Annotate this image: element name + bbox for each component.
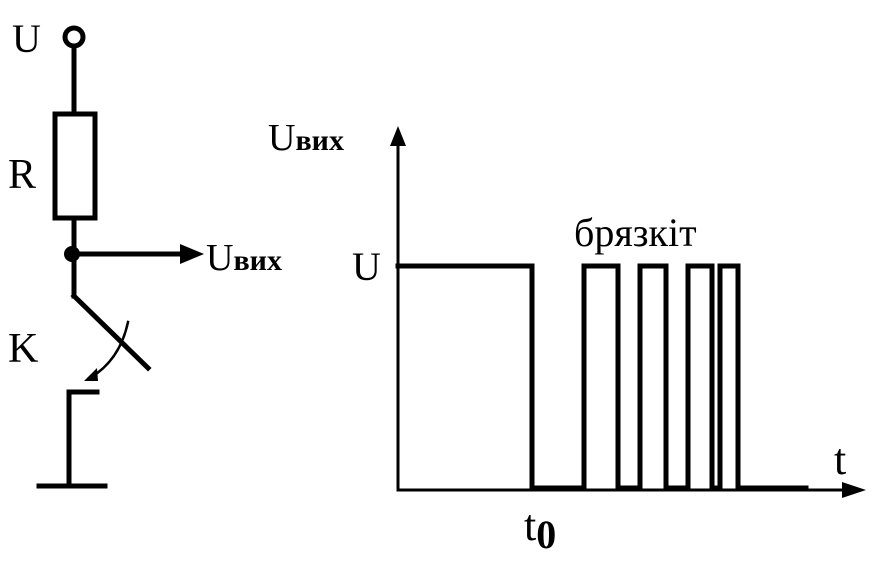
t0-label: t0 [524, 501, 556, 557]
resistor-label: R [8, 152, 36, 198]
switch-label: K [8, 326, 38, 372]
y-axis-label-main: U [268, 117, 295, 159]
y-axis-label: Uвих [268, 117, 344, 159]
output-arrowhead [180, 244, 204, 264]
supply-label: U [12, 16, 41, 61]
switch-motion-arrowhead [84, 368, 98, 381]
bounce-label: брязкіт [574, 210, 697, 255]
y-axis-arrowhead [390, 126, 406, 146]
supply-terminal [62, 25, 86, 49]
t0-label-main: t [524, 501, 536, 550]
timing-graph: Uвих t U t0 брязкіт [268, 117, 866, 557]
resistor [52, 111, 98, 221]
output-waveform [395, 263, 809, 491]
output-label-sub: вих [233, 244, 282, 277]
circuit-schematic: U R Uвих K [8, 16, 282, 489]
t0-label-sub: 0 [536, 512, 556, 557]
x-axis-arrowhead [842, 482, 866, 498]
x-axis-label: t [834, 435, 846, 484]
level-label: U [352, 244, 381, 289]
output-label: Uвих [206, 237, 282, 279]
switch-contact [66, 389, 100, 487]
y-axis-label-sub: вих [295, 124, 344, 157]
output-label-main: U [206, 237, 233, 279]
switch-blade [70, 292, 152, 372]
